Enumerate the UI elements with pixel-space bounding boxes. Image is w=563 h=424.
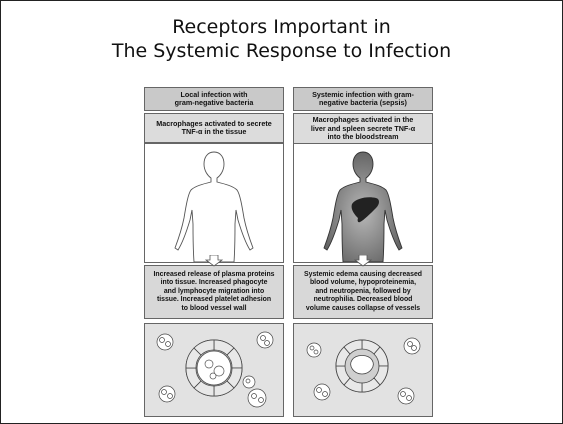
figure: Local infection with gram-negative bacte…	[144, 87, 433, 417]
step-line: TNF-α in the tissue	[156, 128, 271, 137]
human-silhouette-icon	[294, 144, 432, 262]
outcome-line: and neutropenia, followed by	[304, 288, 422, 296]
systemic-outcome-step: Systemic edema causing decreased blood v…	[293, 265, 433, 319]
blood-vessel-icon	[145, 324, 283, 416]
outcome-line: and lymphocyte migration into	[153, 288, 274, 296]
systemic-infection-column: Systemic infection with gram- negative b…	[293, 87, 433, 417]
title-line-1: Receptors Important in	[1, 15, 562, 39]
outcome-line: neutrophilia. Decreased blood	[304, 296, 422, 304]
outcome-line: volume causes collapse of vessels	[304, 305, 422, 313]
local-vessel-illustration	[144, 323, 284, 417]
slide-title: Receptors Important in The Systemic Resp…	[1, 15, 562, 63]
header-line: gram-negative bacteria	[175, 99, 254, 108]
outcome-line: tissue. Increased platelet adhesion	[153, 296, 274, 304]
local-infection-column: Local infection with gram-negative bacte…	[144, 87, 284, 417]
collapsed-blood-vessel-icon	[294, 324, 432, 416]
down-arrow-icon	[354, 255, 372, 267]
down-arrow-icon	[205, 255, 223, 267]
outcome-line: Increased release of plasma proteins	[153, 271, 274, 279]
local-body-illustration	[144, 143, 284, 263]
outcome-line: to blood vessel wall	[153, 305, 274, 313]
local-macrophage-step: Macrophages activated to secrete TNF-α i…	[144, 113, 284, 143]
outcome-line: blood volume, hypoproteinemia,	[304, 279, 422, 287]
outcome-line: into tissue. Increased phagocyte	[153, 279, 274, 287]
local-infection-header: Local infection with gram-negative bacte…	[144, 87, 284, 111]
title-line-2: The Systemic Response to Infection	[1, 39, 562, 63]
systemic-body-illustration	[293, 143, 433, 263]
systemic-infection-header: Systemic infection with gram- negative b…	[293, 87, 433, 111]
step-line: into the bloodstream	[311, 133, 415, 142]
outcome-line: Systemic edema causing decreased	[304, 271, 422, 279]
systemic-vessel-illustration	[293, 323, 433, 417]
human-outline-icon	[145, 144, 283, 262]
systemic-macrophage-step: Macrophages activated in the liver and s…	[293, 113, 433, 145]
header-line: negative bacteria (sepsis)	[312, 99, 414, 108]
local-outcome-step: Increased release of plasma proteins int…	[144, 265, 284, 319]
